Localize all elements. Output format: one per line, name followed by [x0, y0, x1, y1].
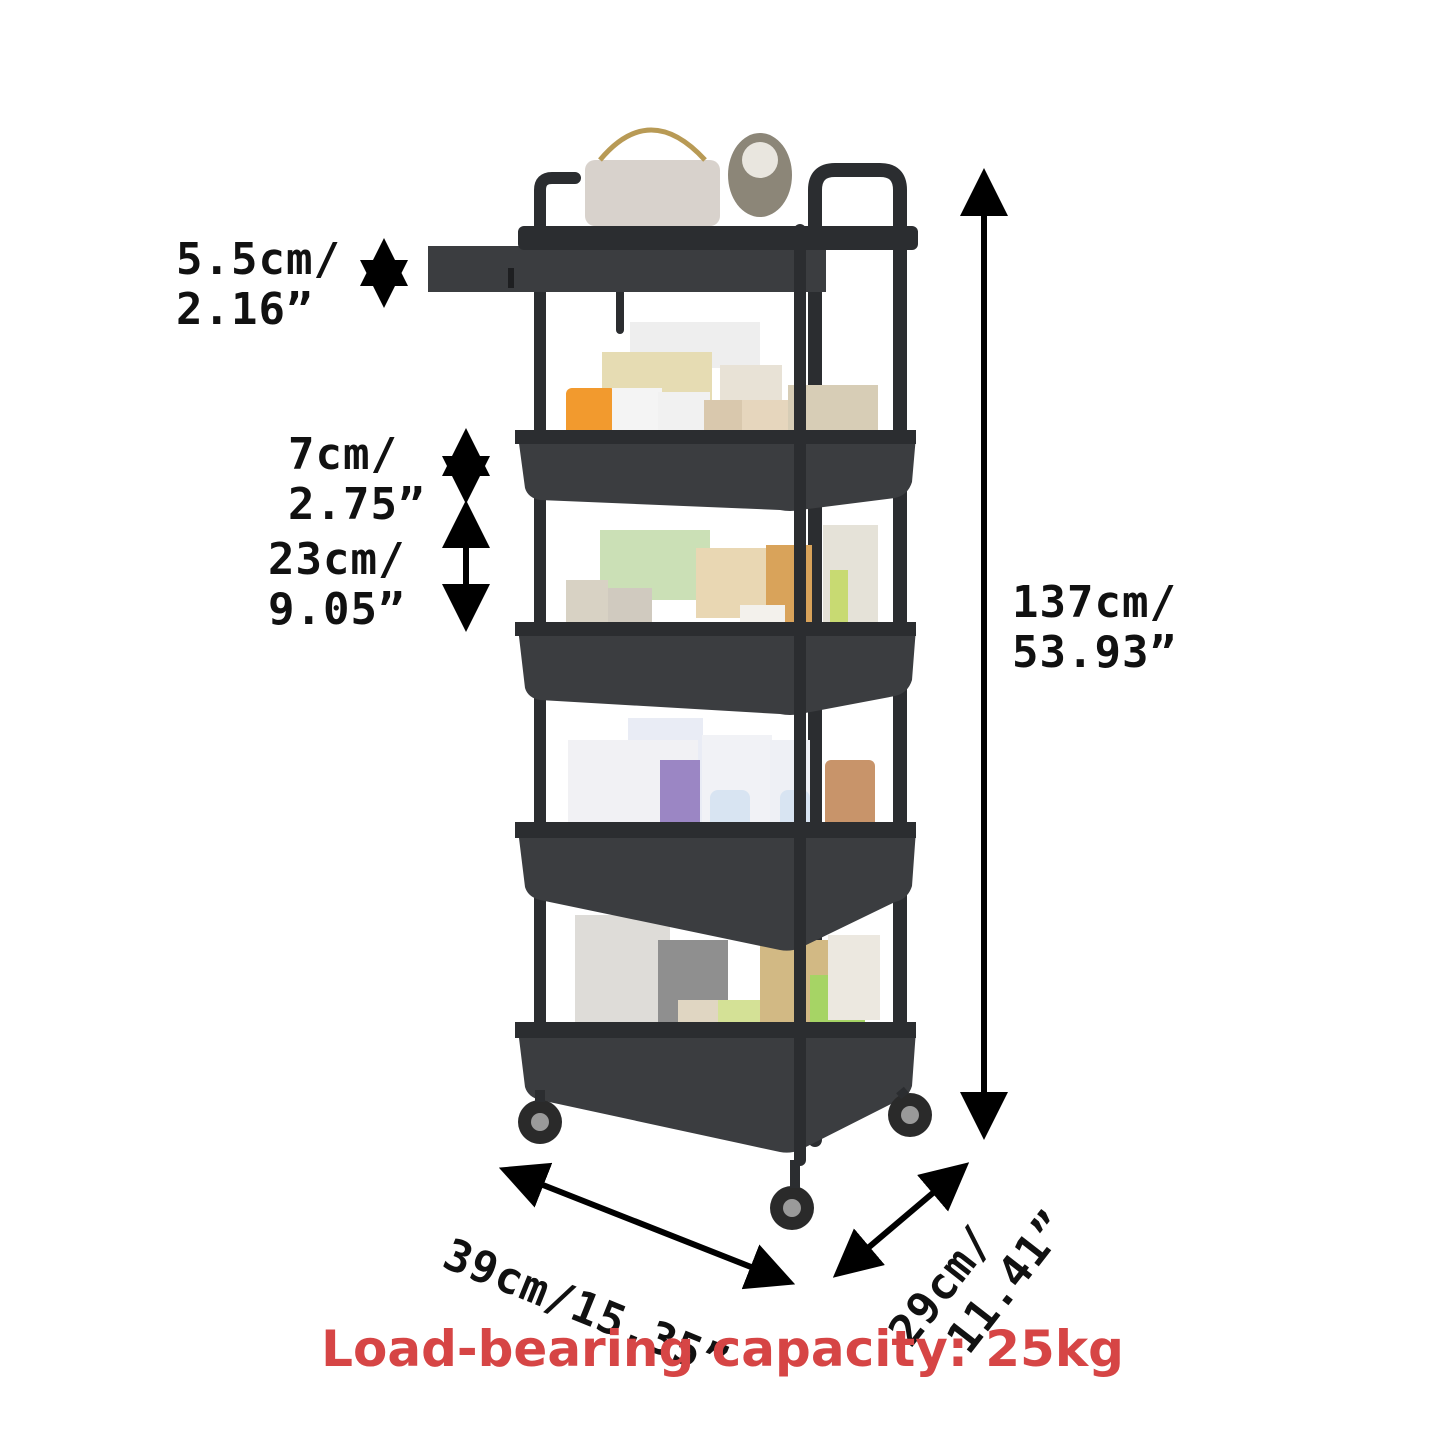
total-height-cm: 137cm/	[1012, 577, 1177, 628]
top-tray-in: 2.16”	[176, 284, 314, 335]
basket-depth-label: 7cm/ 2.75”	[288, 430, 425, 530]
shelf-gap-label: 23cm/ 9.05”	[268, 535, 405, 635]
basket-4	[515, 1022, 916, 1153]
top-tray-items	[585, 127, 792, 226]
basket-1	[515, 430, 916, 511]
total-height-label: 137cm/ 53.93”	[1012, 578, 1177, 678]
shelf-gap-in: 9.05”	[268, 584, 406, 635]
top-tray-dimension-label: 5.5cm/ 2.16”	[176, 235, 341, 335]
basket-3	[515, 822, 916, 951]
shelf-gap-cm: 23cm/	[268, 534, 406, 585]
basket-depth-in: 2.75”	[288, 479, 426, 530]
basket-2	[515, 622, 916, 715]
top-tray	[428, 226, 918, 292]
width-arrow	[498, 1162, 796, 1290]
load-capacity-caption: Load-bearing capacity: 25kg	[321, 1320, 1124, 1378]
total-height-in: 53.93”	[1012, 627, 1177, 678]
dimension-arrows	[360, 168, 1008, 1290]
top-tray-cm: 5.5cm/	[176, 234, 341, 285]
basket-depth-cm: 7cm/	[288, 429, 398, 480]
depth-arrow	[832, 1162, 970, 1278]
